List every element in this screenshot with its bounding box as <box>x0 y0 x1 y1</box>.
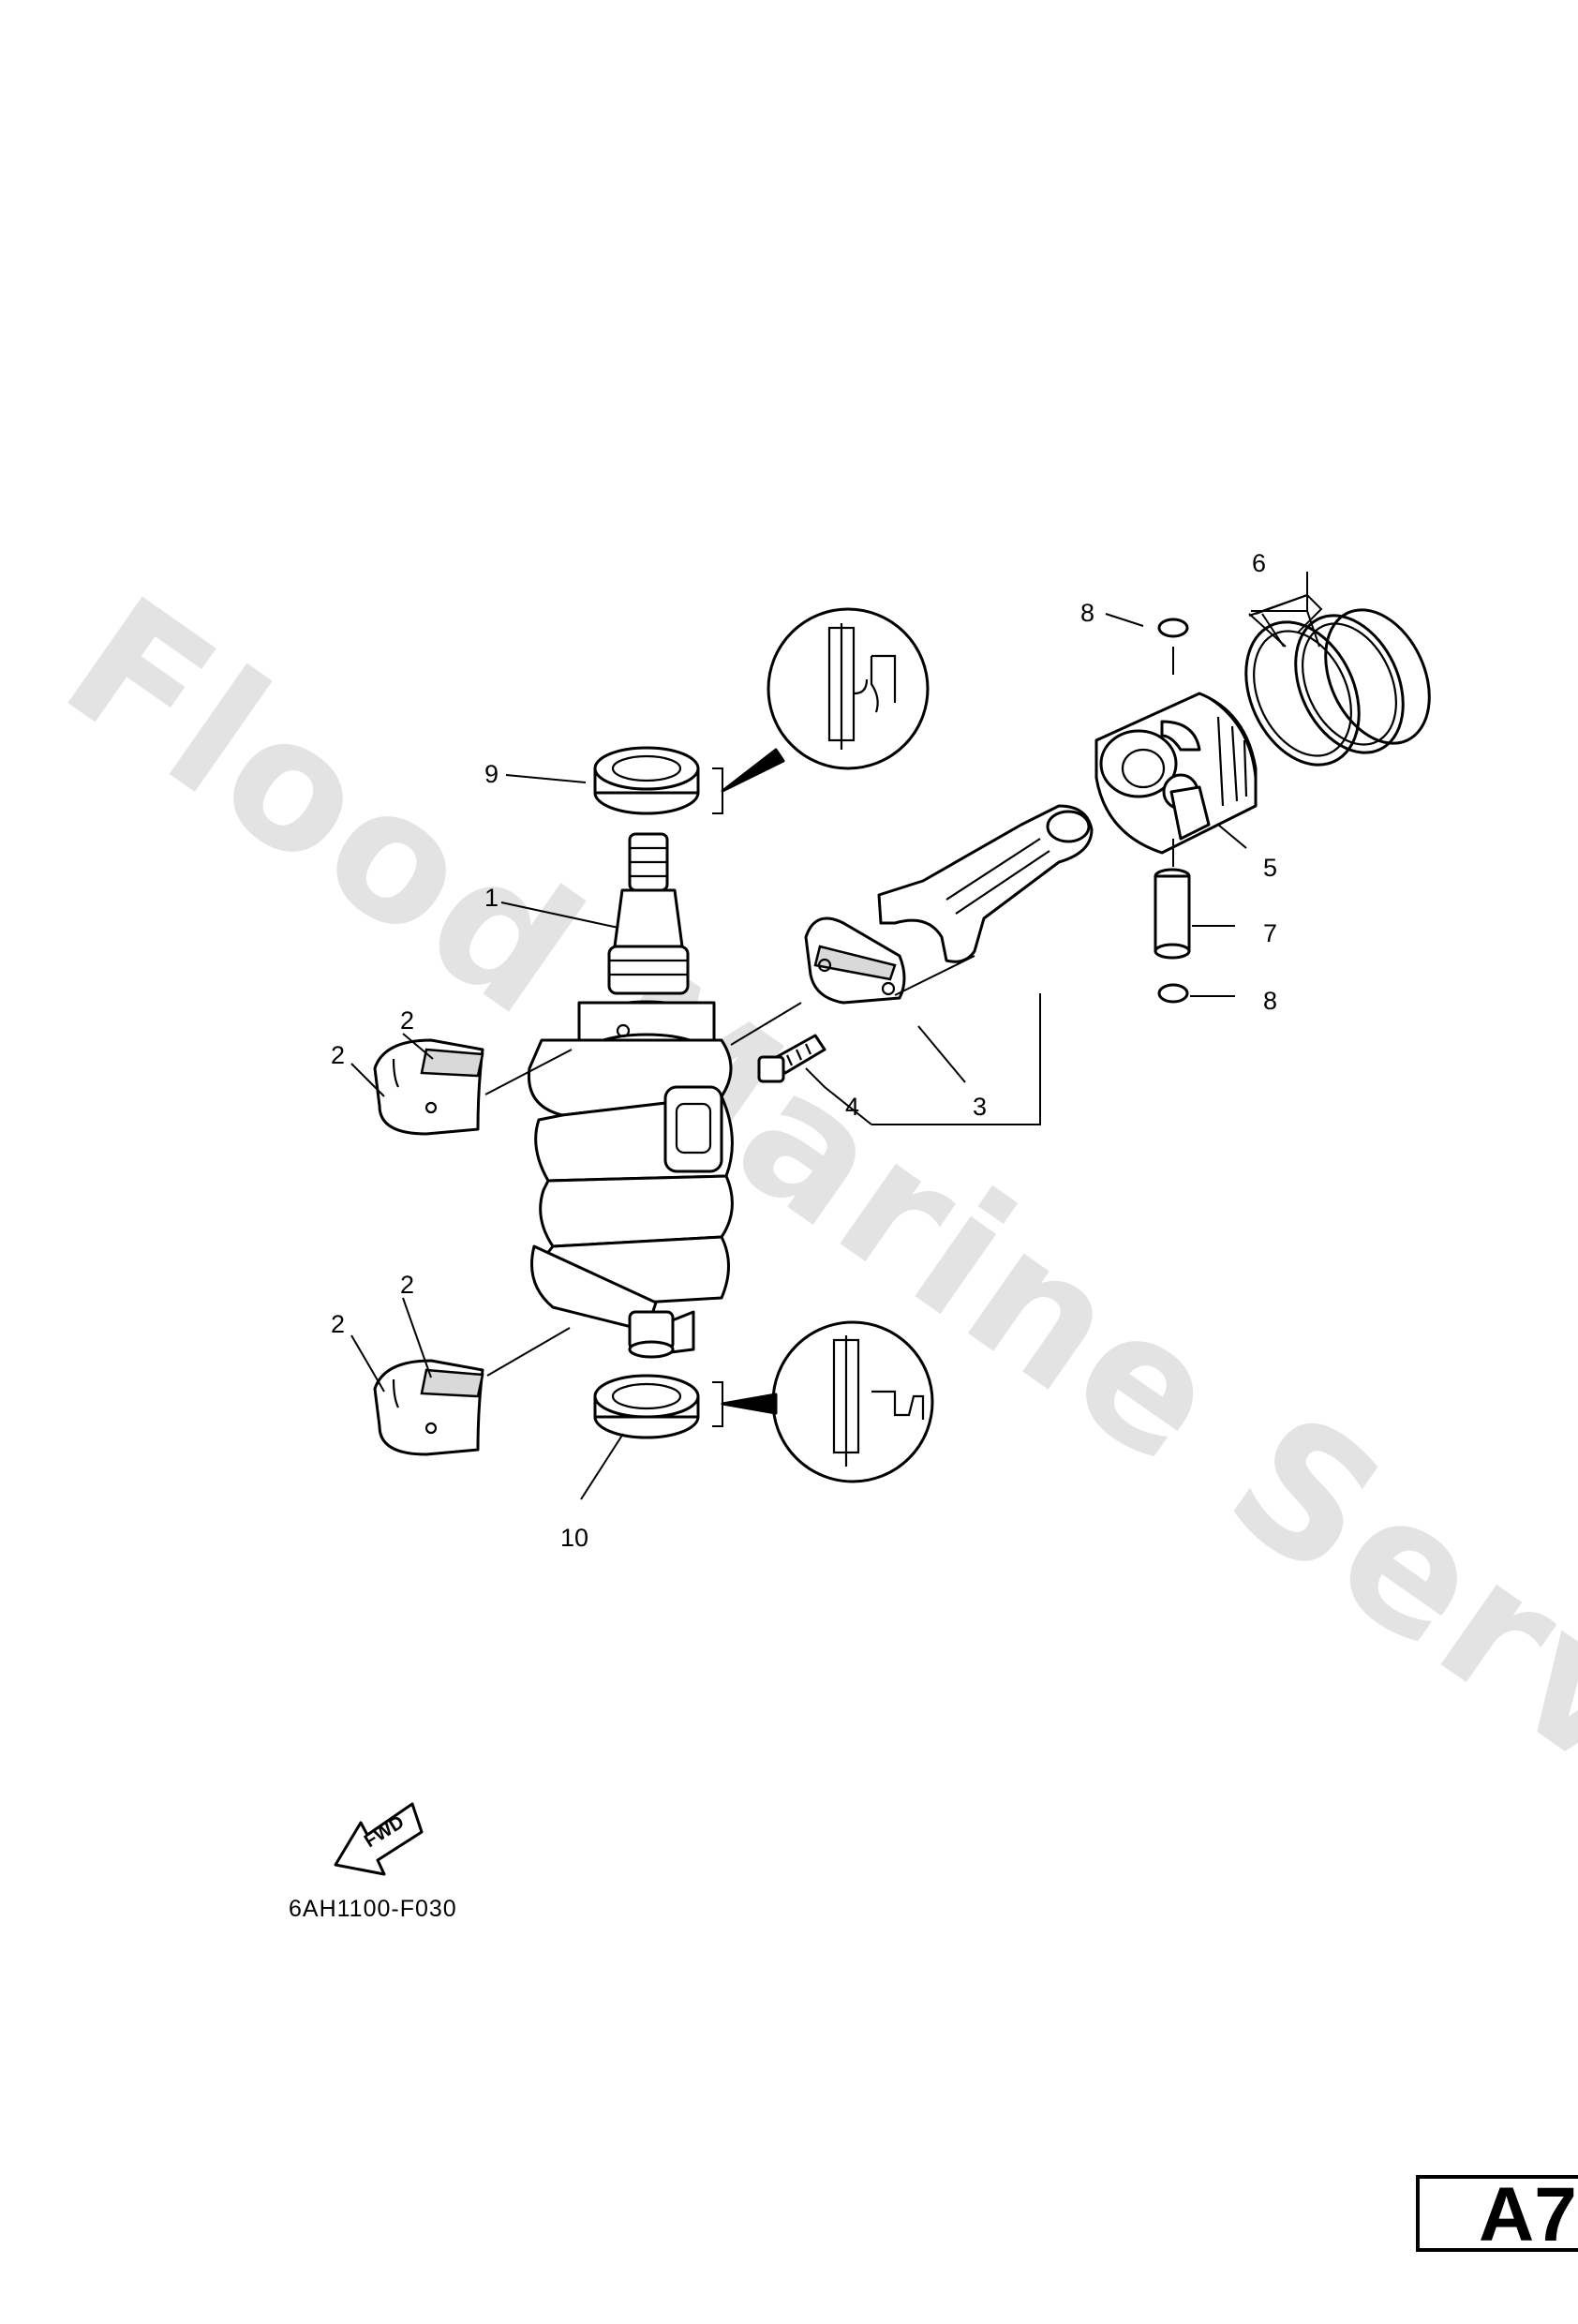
piston-pin <box>1154 868 1191 960</box>
callout-3: 3 <box>973 1093 987 1121</box>
connecting-rod <box>804 804 1094 1005</box>
oil-seal-lower <box>593 1374 700 1439</box>
watermark: Flood Marine Services <box>30 559 1578 2046</box>
fwd-arrow-icon: FWD <box>334 1802 424 1876</box>
bearing-set-upper <box>373 1038 484 1136</box>
drawing-code: 6AH1100-F030 <box>289 1896 457 1922</box>
callout-6: 6 <box>1252 549 1266 577</box>
callout-4: 4 <box>845 1093 859 1121</box>
callout-2: 2 <box>331 1041 345 1069</box>
callout-2: 2 <box>400 1006 414 1035</box>
circlip-lower <box>1157 983 1189 1004</box>
callout-2: 2 <box>331 1310 345 1338</box>
callout-2: 2 <box>400 1271 414 1299</box>
oil-seal-upper <box>593 746 700 815</box>
callout-5: 5 <box>1263 854 1277 882</box>
svg-text:A7: A7 <box>1479 2172 1577 2257</box>
callout-7: 7 <box>1263 919 1277 947</box>
callout-10: 10 <box>560 1524 588 1552</box>
rod-bolt <box>757 1034 826 1083</box>
callout-1: 1 <box>484 884 499 912</box>
circlip-upper <box>1157 618 1189 638</box>
crankshaft <box>527 832 734 1359</box>
page-badge: A7 <box>1416 2172 1578 2257</box>
callout-8: 8 <box>1080 599 1094 627</box>
piston <box>1094 692 1258 855</box>
callout-9: 9 <box>484 760 499 788</box>
seal-detail-upper <box>767 607 930 770</box>
callout-8: 8 <box>1263 987 1277 1015</box>
seal-detail-lower <box>771 1320 934 1483</box>
bearing-set-lower <box>373 1359 484 1456</box>
